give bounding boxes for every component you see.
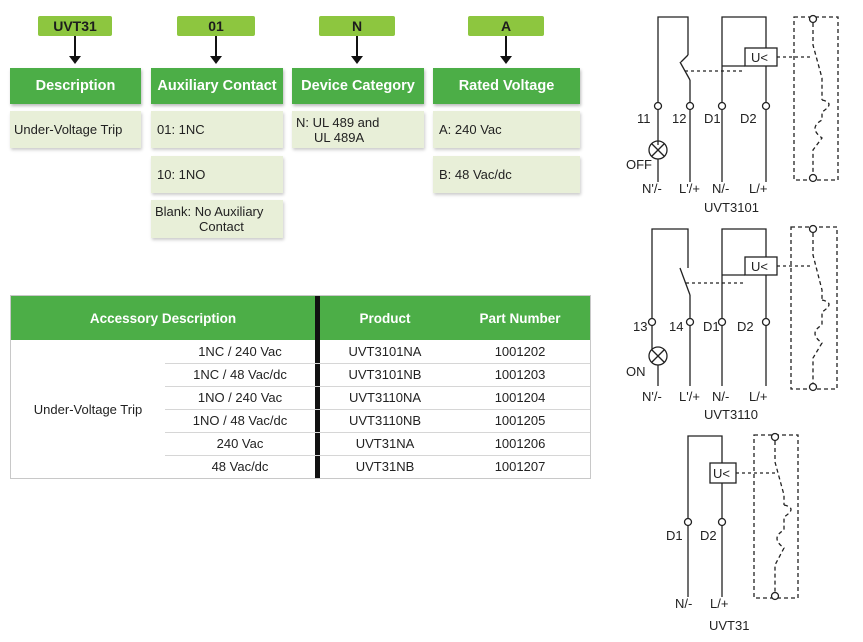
option-1no: 10: 1NO <box>151 156 283 193</box>
terminal-11-label: 11 <box>637 111 651 126</box>
coil-label: U< <box>751 259 768 274</box>
row-divider <box>165 455 590 456</box>
column-separator <box>315 296 320 478</box>
table-row-part: 1001202 <box>494 344 546 359</box>
table-row-part: 1001205 <box>494 413 546 428</box>
table-row-desc: 240 Vac <box>216 436 264 451</box>
th-accessory-description: Accessory Description <box>89 310 237 326</box>
table-row-desc: 1NO / 48 Vac/dc <box>192 413 288 428</box>
diagram-uvt3110 <box>647 224 838 392</box>
code-tag-description: UVT31 <box>38 16 112 36</box>
row-divider <box>165 409 590 410</box>
table-header <box>11 296 590 340</box>
th-part-number: Part Number <box>479 310 561 326</box>
option-ul489-line2: UL 489A <box>314 129 365 145</box>
lamp-on-label: ON <box>626 364 646 379</box>
terminal-14-label: 14 <box>669 319 683 334</box>
terminal-n-label: N/- <box>712 181 729 196</box>
row-group-label: Under-Voltage Trip <box>33 401 143 417</box>
table-row-desc: 1NO / 240 Vac <box>197 390 283 405</box>
option-no-auxiliary-line1: Blank: No Auxiliary <box>155 204 264 219</box>
header-description: Description <box>10 68 141 104</box>
terminal-n1-label: N'/- <box>642 389 662 404</box>
table-row-product: UVT3101NA <box>348 344 422 359</box>
row-divider <box>165 363 590 364</box>
option-48vacdc: B: 48 Vac/dc <box>433 156 580 193</box>
diagram-uvt31 <box>683 432 799 601</box>
terminal-d2-label: D2 <box>700 528 717 543</box>
terminal-d2-label: D2 <box>737 319 754 334</box>
table-row-desc: 1NC / 240 Vac <box>198 344 282 359</box>
terminal-d1-label: D1 <box>704 111 721 126</box>
lamp-off-label: OFF <box>626 157 652 172</box>
terminal-d1-label: D1 <box>703 319 720 334</box>
terminal-n-label: N/- <box>712 389 729 404</box>
accessory-table: Accessory Description Product Part Numbe… <box>10 295 591 479</box>
diagram-uvt3101 <box>648 14 839 183</box>
option-ul489: N: UL 489 and UL 489A <box>292 111 424 148</box>
table-row-part: 1001206 <box>494 436 546 451</box>
table-row-part: 1001203 <box>494 367 546 382</box>
code-tag-category: N <box>319 16 395 36</box>
code-tag-auxiliary: 01 <box>177 16 255 36</box>
diagram-title-uvt31: UVT31 <box>709 618 749 633</box>
table-row-product: UVT31NB <box>355 459 415 474</box>
terminal-12-label: 12 <box>672 111 686 126</box>
terminal-l1-label: L'/+ <box>679 389 700 404</box>
arrow-icon <box>69 36 81 64</box>
terminal-n1-label: N'/- <box>642 181 662 196</box>
terminal-l-label: L/+ <box>749 181 767 196</box>
header-rated-voltage: Rated Voltage <box>433 68 580 104</box>
diagram-title-uvt3110: UVT3110 <box>704 407 758 422</box>
terminal-l-label: L/+ <box>710 596 728 611</box>
arrow-icon <box>351 36 363 64</box>
terminal-13-label: 13 <box>633 319 647 334</box>
terminal-l-label: L/+ <box>749 389 767 404</box>
header-device-category: Device Category <box>292 68 424 104</box>
option-1nc: 01: 1NC <box>151 111 283 148</box>
option-240vac: A: 240 Vac <box>433 111 580 148</box>
option-ul489-line1: N: UL 489 and <box>296 114 380 130</box>
table-row-desc: 1NC / 48 Vac/dc <box>193 367 287 382</box>
table-row-product: UVT3110NB <box>348 413 421 428</box>
table-row-product: UVT31NA <box>355 436 415 451</box>
code-tag-voltage: A <box>468 16 544 36</box>
terminal-d2-label: D2 <box>740 111 757 126</box>
option-no-auxiliary-line2: Contact <box>199 219 244 234</box>
table-row-part: 1001204 <box>494 390 546 405</box>
option-under-voltage-trip: Under-Voltage Trip <box>10 111 141 148</box>
row-divider <box>165 432 590 433</box>
coil-label: U< <box>713 466 730 481</box>
option-no-auxiliary: Blank: No Auxiliary Contact <box>151 200 283 238</box>
terminal-d1-label: D1 <box>666 528 683 543</box>
arrow-icon <box>500 36 512 64</box>
arrow-icon <box>210 36 222 64</box>
table-row-desc: 48 Vac/dc <box>211 459 269 474</box>
header-auxiliary-contact: Auxiliary Contact <box>151 68 283 104</box>
terminal-n-label: N/- <box>675 596 692 611</box>
table-row-product: UVT3101NB <box>348 367 422 382</box>
table-row-product: UVT3110NA <box>348 390 421 405</box>
row-divider <box>165 386 590 387</box>
coil-label: U< <box>751 50 768 65</box>
terminal-l1-label: L'/+ <box>679 181 700 196</box>
th-product: Product <box>359 310 411 326</box>
diagram-title-uvt3101: UVT3101 <box>704 200 759 215</box>
table-row-part: 1001207 <box>494 459 546 474</box>
